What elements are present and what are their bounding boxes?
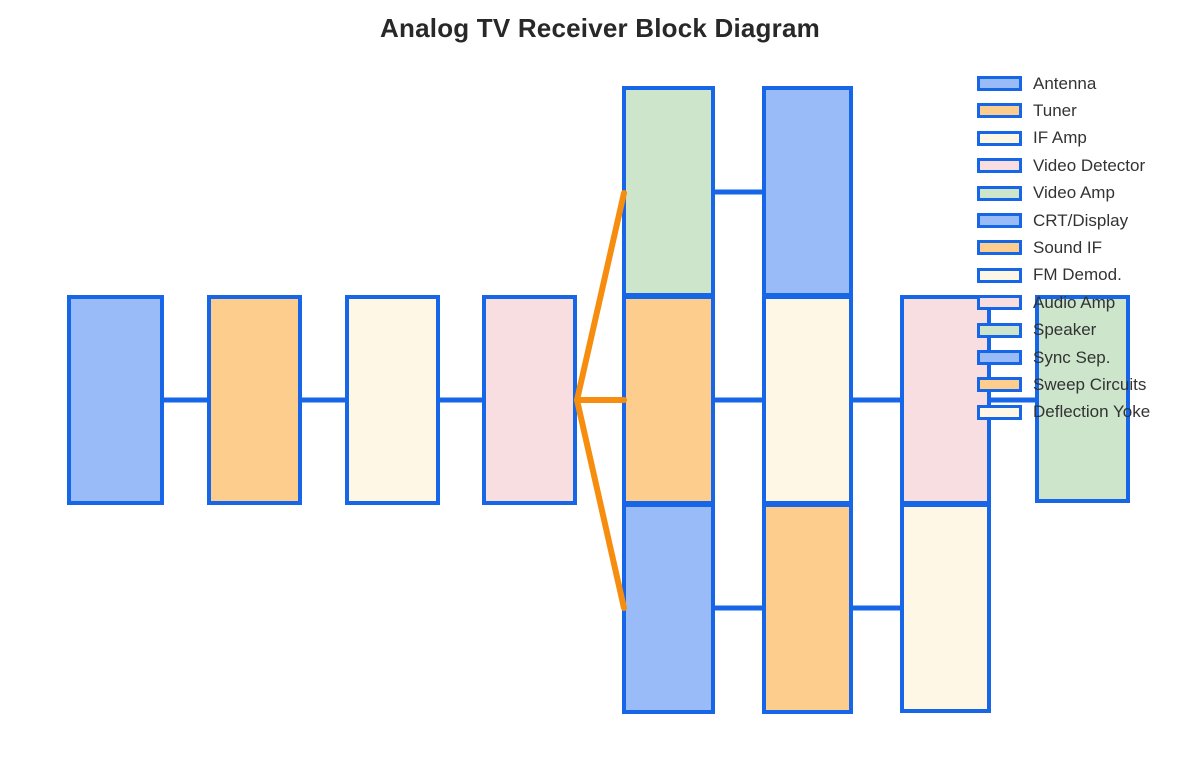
legend-swatch-icon — [977, 130, 1022, 146]
block-sync-sep — [622, 503, 715, 714]
legend-label: Antenna — [1033, 73, 1097, 93]
block-crt-display — [762, 86, 853, 297]
legend-swatch-icon — [977, 103, 1022, 119]
legend-swatch-icon — [977, 76, 1022, 91]
legend-item-tuner[interactable]: Tuner — [977, 100, 1077, 121]
block-video-detector — [482, 295, 577, 505]
block-audio-amp — [900, 295, 991, 505]
page-title: Analog TV Receiver Block Diagram — [380, 13, 820, 43]
legend-label: IF Amp — [1033, 128, 1087, 148]
block-if-amp — [345, 295, 440, 505]
block-fm-demod — [762, 295, 853, 505]
legend-swatch-icon — [977, 185, 1022, 201]
legend-swatch-icon — [977, 240, 1022, 256]
fan-line-video-detector-sync-sep — [574, 397, 627, 611]
legend-swatch-icon — [977, 213, 1022, 228]
block-sound-if — [622, 295, 715, 505]
legend-item-video-detector[interactable]: Video Detector — [977, 155, 1145, 176]
legend-item-video-amp[interactable]: Video Amp — [977, 183, 1115, 204]
block-video-amp — [622, 86, 715, 297]
legend-swatch-icon — [977, 158, 1022, 174]
legend-label: Video Amp — [1033, 183, 1115, 203]
legend-item-antenna[interactable]: Antenna — [977, 73, 1096, 94]
legend-item-sound-if[interactable]: Sound IF — [977, 237, 1102, 258]
block-deflection-yoke — [900, 503, 991, 713]
legend-label: FM Demod. — [1033, 265, 1122, 285]
legend-item-crt-display[interactable]: CRT/Display — [977, 210, 1128, 231]
block-tuner — [207, 295, 302, 505]
block-antenna — [67, 295, 164, 505]
legend-swatch-icon — [977, 267, 1022, 283]
legend-label: Video Detector — [1033, 155, 1146, 175]
legend-label: Tuner — [1033, 100, 1077, 120]
legend-item-fm-demod[interactable]: FM Demod. — [977, 265, 1122, 286]
block-speaker — [1035, 295, 1130, 503]
legend-label: CRT/Display — [1033, 210, 1129, 230]
legend-item-if-amp[interactable]: IF Amp — [977, 128, 1087, 149]
fan-line-video-detector-video-amp — [574, 190, 627, 403]
block-sweep-circuits — [762, 503, 853, 714]
legend-label: Sound IF — [1033, 237, 1102, 257]
